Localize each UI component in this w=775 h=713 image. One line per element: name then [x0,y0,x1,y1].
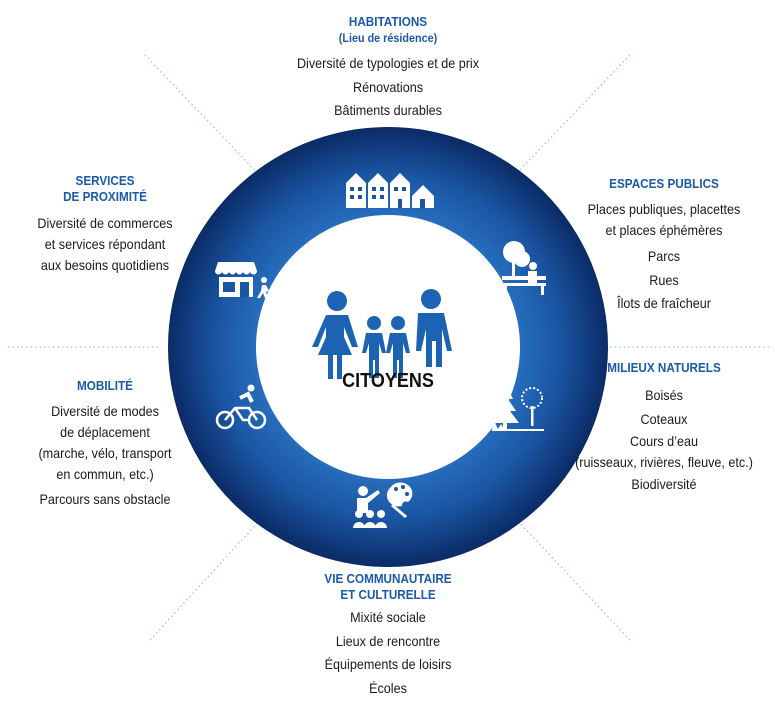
community-art-icon [353,482,413,528]
habitations-title: HABITATIONS (Lieu de résidence) [253,14,523,46]
milieux-naturels-item: (ruisseaux, rivières, fleuve, etc.) [575,454,753,470]
espaces-publics-section: ESPACES PUBLICS Places publiques, placet… [552,176,775,316]
services-item: Diversité de commerces [37,215,173,231]
cyclist-icon [215,384,267,430]
separator-top-left [144,54,263,179]
habitations-item: Diversité de typologies et de prix [296,55,480,71]
habitations-item: Bâtiments durables [334,102,442,118]
services-item: et services répondant [44,236,166,252]
vie-communautaire-item: Lieux de rencontre [335,632,441,649]
services-item: aux besoins quotidiens [40,257,170,273]
mobilite-item: Diversité de modes [51,403,159,419]
vie-communautaire-title: VIE COMMUNAUTAIRE ET CULTURELLE [276,571,501,603]
services-title-line-1: SERVICES [75,173,135,188]
separator-top-right [514,54,631,176]
milieux-naturels-title: MILIEUX NATURELS [607,360,721,375]
vie-communautaire-item: Écoles [369,679,407,696]
vie-communautaire-item: Équipements de loisirs [324,656,452,672]
trees-icon [491,385,544,431]
milieux-naturels-item: Coteaux [640,410,688,427]
mobilite-section: MOBILITÉ Diversité de modes de déplaceme… [0,378,210,512]
mobilite-title: MOBILITÉ [77,378,133,393]
mobilite-item: en commun, etc.) [56,466,154,482]
mobilite-item: Parcours sans obstacle [39,491,171,507]
separator-bottom-right [514,517,631,641]
vie-communautaire-section: VIE COMMUNAUTAIRE ET CULTURELLE Mixité s… [263,571,513,700]
habitations-section: HABITATIONS (Lieu de résidence) Diversit… [238,14,538,123]
storefront-icon [215,262,269,298]
milieux-naturels-item: Boisés [645,387,683,403]
dotted-separators [8,54,770,641]
center-label: CITOYENS [342,370,434,392]
mobilite-item: (marche, vélo, transport [38,445,172,461]
family-icon [312,289,452,379]
services-section: SERVICES DE PROXIMITÉ Diversité de comme… [0,173,210,276]
mobilite-item: de déplacement [60,424,150,440]
habitations-item: Rénovations [352,78,424,95]
espaces-publics-item: Places publiques, placettes [587,201,741,217]
espaces-publics-item: et places éphémères [605,222,723,238]
park-bench-icon [502,241,546,295]
vie-communautaire-item: Mixité sociale [350,609,426,625]
espaces-publics-item: Rues [649,271,679,288]
habitations-subtitle: (Lieu de résidence) [338,31,438,45]
espaces-publics-title: ESPACES PUBLICS [609,176,719,191]
services-title: SERVICES DE PROXIMITÉ [11,173,200,205]
separator-bottom-left [149,517,263,641]
houses-icon [346,173,434,208]
espaces-publics-item: Parcs [647,248,681,264]
services-title-line-2: DE PROXIMITÉ [63,189,147,204]
milieux-naturels-section: MILIEUX NATURELS Boisés Coteaux Cours d’… [552,360,775,497]
espaces-publics-item: Îlots de fraîcheur [617,295,711,311]
habitations-title-text: HABITATIONS [348,14,428,29]
milieux-naturels-item: Biodiversité [631,476,697,492]
milieux-naturels-item: Cours d’eau [630,433,698,449]
vie-communautaire-title-line-1: VIE COMMUNAUTAIRE [324,571,452,586]
vie-communautaire-title-line-2: ET CULTURELLE [340,587,436,602]
